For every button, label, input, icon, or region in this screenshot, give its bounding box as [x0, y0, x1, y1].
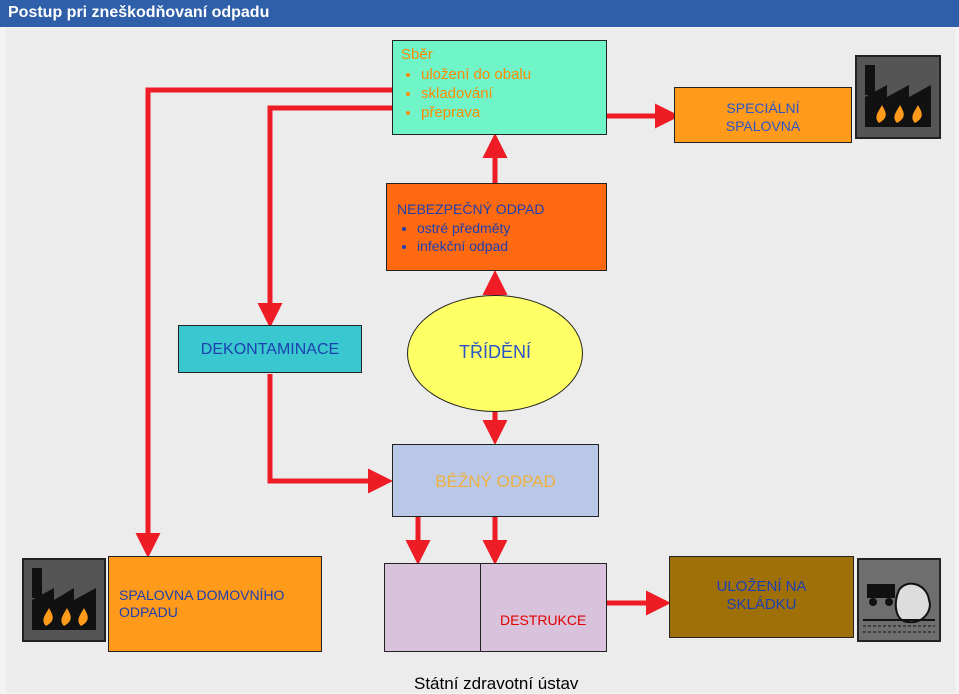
node-nebezpecny-odpad: NEBEZPEČNÝ ODPAD ostré předměty infekční… — [386, 183, 607, 271]
furnace-icon — [865, 65, 931, 127]
arrow-sber-to-spalovna-domovni — [135, 87, 413, 558]
dekontaminace-label: DEKONTAMINACE — [200, 341, 340, 358]
node-bezny-odpad: BĚŽNÝ ODPAD — [392, 444, 599, 517]
trideni-label: TŘÍDĚNÍ — [459, 342, 531, 362]
node-destrukce-left — [384, 563, 481, 652]
title-bar: Postup pri zneškodňovaní odpadu — [0, 0, 959, 27]
furnace-icon — [32, 568, 96, 630]
skladka-line2: SKLÁDKU — [726, 596, 797, 613]
node-specialni-spalovna: SPECIÁLNÍ SPALOVNA — [674, 87, 852, 143]
sber-item: přeprava — [421, 103, 531, 122]
node-dekontaminace: DEKONTAMINACE — [178, 325, 362, 373]
skladka-line1: ULOŽENÍ NA — [716, 578, 807, 595]
sber-item: skladování — [421, 84, 531, 103]
node-trideni: TŘÍDĚNÍ — [407, 295, 583, 412]
node-spalovna-domovniho-odpadu: SPALOVNA DOMOVNÍHO ODPADU — [108, 556, 322, 652]
node-destrukce: DESTRUKCE — [480, 563, 607, 652]
destrukce-label: DESTRUKCE — [500, 612, 587, 628]
landfill-icon — [857, 558, 941, 642]
page-title: Postup pri zneškodňovaní odpadu — [8, 4, 270, 21]
nebezpecny-items: ostré předměty infekční odpad — [397, 219, 510, 255]
node-sber: Sběr uložení do obalu skladování přeprav… — [392, 40, 607, 135]
spalovna-domovni-line1: SPALOVNA DOMOVNÍHO — [119, 587, 285, 603]
landfill-icon — [863, 582, 935, 633]
nebezpecny-item: infekční odpad — [417, 237, 510, 255]
sber-item: uložení do obalu — [421, 65, 531, 84]
arrow-dekontaminace-to-bezny — [267, 374, 393, 494]
bezny-label: BĚŽNÝ ODPAD — [435, 472, 556, 491]
nebezpecny-heading: NEBEZPEČNÝ ODPAD — [397, 201, 545, 217]
footer-institution: Státní zdravotní ústav — [414, 674, 579, 693]
furnace-icon — [22, 558, 106, 642]
furnace-icon — [855, 55, 941, 139]
sber-heading: Sběr — [401, 46, 433, 63]
specialni-line2: SPALOVNA — [725, 118, 801, 134]
node-ulozeni-na-skladku: ULOŽENÍ NA SKLÁDKU — [669, 556, 854, 638]
specialni-line1: SPECIÁLNÍ — [726, 100, 800, 116]
sber-items: uložení do obalu skladování přeprava — [401, 65, 531, 122]
arrow-sber-to-dekontaminace — [257, 105, 413, 328]
spalovna-domovni-line2: ODPADU — [119, 604, 178, 620]
nebezpecny-item: ostré předměty — [417, 219, 510, 237]
